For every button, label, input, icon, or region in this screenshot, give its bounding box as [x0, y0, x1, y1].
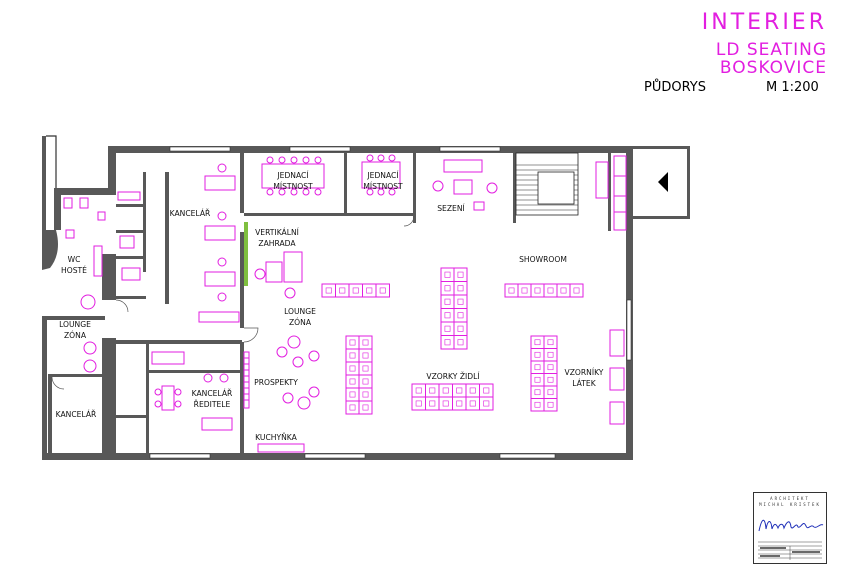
plan-type-label: PŮDORYS	[644, 80, 706, 95]
label-lounge-left-2: ZÓNA	[64, 331, 87, 340]
staircase	[515, 152, 579, 216]
chair-grid-left-column	[345, 335, 373, 415]
signature-image	[758, 519, 824, 532]
label-showroom: SHOWROOM	[519, 255, 567, 264]
lounge-furniture	[254, 251, 320, 410]
label-lounge-mid-2: ZÓNA	[289, 318, 312, 327]
chair-sample-grids	[321, 267, 584, 415]
label-meeting-b-1: JEDNACÍ	[366, 171, 399, 180]
label-kitchen: KUCHYŇKA	[255, 433, 298, 442]
label-meeting-a-1: JEDNACÍ	[276, 171, 309, 180]
label-director-office-2: ŘEDITELE	[194, 400, 231, 409]
room-labels: WC HOSTÉ KANCELÁŘ JEDNACÍ MÍSTNOST JEDNA…	[56, 171, 604, 442]
label-seating: SEZENÍ	[437, 204, 465, 213]
label-meeting-a-2: MÍSTNOST	[273, 182, 313, 191]
vertical-garden	[244, 222, 248, 286]
label-fabric-samples-1: VZORNÍKY	[565, 368, 604, 377]
label-wc-1: WC	[68, 255, 81, 264]
stamp-details	[758, 541, 822, 560]
scale-label: M 1:200	[766, 80, 819, 95]
label-director-office-1: KANCELÁŘ	[192, 389, 233, 398]
label-vertical-garden-2: ZAHRADA	[258, 239, 296, 248]
project-name-line1: LD SEATING	[715, 40, 827, 60]
label-wc-2: HOSTÉ	[61, 266, 87, 275]
lounge-left-furniture	[80, 294, 97, 373]
wc-fixtures	[63, 191, 141, 281]
doors	[51, 215, 415, 390]
chair-grid-right-column	[530, 335, 558, 412]
label-lounge-left-1: LOUNGE	[59, 320, 91, 329]
fabric-sample-panels	[595, 155, 627, 425]
meeting-table-b	[361, 154, 401, 196]
entrance-arrow-icon	[658, 172, 668, 192]
kitchen-counter	[257, 443, 305, 453]
stamp-name: MICHAL KRISTEK	[759, 502, 821, 507]
drawing-title: INTERIER	[701, 10, 827, 35]
interior-walls	[52, 146, 690, 454]
chair-grid-center-column	[440, 267, 468, 350]
label-office: KANCELÁŘ	[170, 209, 211, 218]
stamp-title: ARCHITEKT	[770, 496, 810, 501]
label-fabric-samples-2: LÁTEK	[572, 379, 596, 388]
director-office-furniture	[151, 351, 233, 431]
brochure-rack	[243, 351, 250, 409]
label-vertical-garden-1: VERTIKÁLNÍ	[255, 228, 300, 237]
windows	[149, 146, 632, 459]
chair-grid-top-right	[504, 283, 584, 298]
seating-area-furniture	[432, 159, 498, 211]
architect-stamp: ARCHITEKT MICHAL KRISTEK	[753, 492, 827, 564]
label-chair-samples: VZORKY ŽIDLÍ	[426, 372, 480, 381]
label-meeting-b-2: MÍSTNOST	[363, 182, 403, 191]
label-brochures: PROSPEKTY	[254, 378, 298, 387]
label-small-office: KANCELÁŘ	[56, 410, 97, 419]
meeting-table-a	[261, 156, 325, 196]
chair-grid-bottom-row	[411, 383, 494, 411]
office-desks	[198, 163, 240, 323]
label-lounge-mid-1: LOUNGE	[284, 307, 316, 316]
project-name-line2: BOSKOVICE	[719, 58, 827, 78]
chair-grid-top-left	[321, 283, 390, 298]
